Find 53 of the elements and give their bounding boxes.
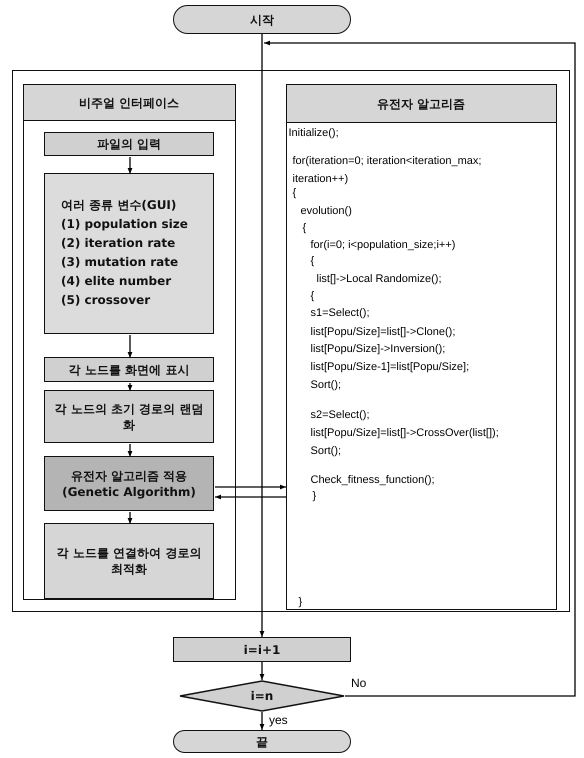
process-box: 파일의 입력 xyxy=(44,132,214,156)
code-line: list[Popu/Size]=list[]->Clone(); xyxy=(310,325,456,340)
code-panel xyxy=(286,84,556,610)
parameter-item: (5) crossover xyxy=(61,292,150,309)
code-line: Initialize(); xyxy=(288,126,339,141)
arrow xyxy=(215,494,286,500)
code-line: Sort(); xyxy=(310,444,342,459)
decision-text: i=n xyxy=(250,688,274,704)
outer-frame xyxy=(12,70,570,612)
panel-header: 유전자 알고리즘 xyxy=(286,84,556,122)
code-line: list[Popu/Size-1]=list[Popu/Size]; xyxy=(310,360,470,375)
arrow xyxy=(128,444,132,457)
edge-label: No xyxy=(350,676,368,690)
code-line: } xyxy=(298,595,302,610)
code-line: Sort(); xyxy=(310,378,342,393)
process-box: 각 노드를 화면에 표시 xyxy=(44,357,214,382)
start-terminator: 시작 xyxy=(173,5,351,34)
parameter-box xyxy=(44,173,214,334)
parameter-item: (3) mutation rate xyxy=(61,254,178,271)
interface-panel xyxy=(22,84,236,600)
code-line: s1=Select(); xyxy=(310,306,370,321)
end-terminator: 끝 xyxy=(173,730,351,753)
parameter-heading: 여러 종류 변수(GUI) xyxy=(61,197,176,214)
process-box: i=i+1 xyxy=(173,637,351,662)
arrow xyxy=(128,383,132,391)
arrow xyxy=(128,512,132,524)
parameter-item: (2) iteration rate xyxy=(61,235,176,252)
arrow xyxy=(128,335,132,358)
code-line: { xyxy=(302,221,306,236)
code-line: { xyxy=(310,254,314,269)
arrow xyxy=(215,484,286,490)
code-line: { xyxy=(310,289,314,304)
arrow xyxy=(260,712,264,730)
code-line: for(i=0; i<population_size;i++) xyxy=(310,238,456,253)
code-line: { xyxy=(292,186,296,201)
code-line: list[Popu/Size]=list[]->CrossOver(list[]); xyxy=(310,426,499,441)
process-box: 각 노드의 초기 경로의 랜덤화 xyxy=(44,390,214,443)
code-line: s2=Select(); xyxy=(310,408,370,423)
parameter-item: (4) elite number xyxy=(61,273,172,290)
arrow xyxy=(260,612,264,637)
arrow xyxy=(260,662,264,680)
arrow xyxy=(128,157,132,174)
parameter-item: (1) population size xyxy=(61,216,188,233)
code-line: } xyxy=(312,489,316,504)
code-line: for(iteration=0; iteration<iteration_max; iteration++) xyxy=(292,154,482,187)
code-line: evolution() xyxy=(300,204,352,219)
arrow xyxy=(264,40,576,697)
code-line: Check_fitness_function(); xyxy=(310,473,435,488)
panel-header: 비주얼 인터페이스 xyxy=(24,84,234,120)
code-line: list[Popu/Size]->Inversion(); xyxy=(310,342,446,357)
process-box: 유전자 알고리즘 적용 (Genetic Algorithm) xyxy=(44,456,214,511)
process-box: 각 노드를 연결하여 경로의 최적화 xyxy=(44,523,214,599)
code-line: list[]->Local Randomize(); xyxy=(316,272,442,287)
